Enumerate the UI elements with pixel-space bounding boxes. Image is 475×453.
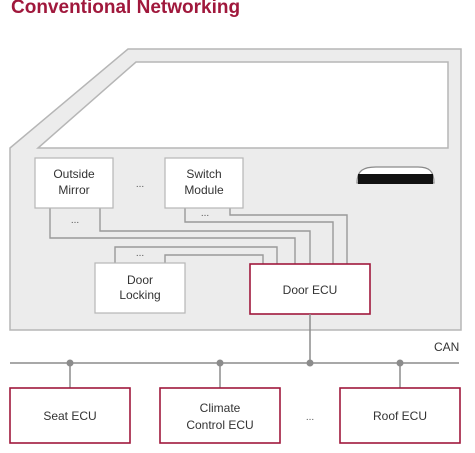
door-locking-box [94,262,186,314]
ellipsis-mirror-wires: ... [71,215,79,226]
climate-control-ecu-box [159,387,281,444]
can-bus-label: CAN [434,340,459,354]
bus-connections [69,314,401,388]
door-handle-icon [356,166,435,184]
climate-control-ecu-label-line2: Control ECU [186,418,253,432]
door-locking-label-line1: Door [127,273,153,287]
outside-mirror-label-line1: Outside [53,167,95,181]
switch-module-label-line2: Module [184,183,224,197]
roof-ecu-box [339,387,461,444]
page-title: Conventional Networking [11,0,241,18]
bus-junction-dots [66,359,404,367]
outside-mirror-box [34,157,114,209]
switch-module-box [164,157,244,209]
door-window [36,61,449,149]
climate-control-ecu-label-line1: Climate [200,401,241,415]
seat-ecu-label: Seat ECU [43,409,96,423]
wiring-harness [49,208,348,264]
door-ecu-label: Door ECU [283,283,338,297]
outside-mirror-label-line2: Mirror [58,183,89,197]
switch-module-label-line1: Switch [186,167,221,181]
ellipsis-locking-wires: ... [136,248,144,259]
door-locking-label-line2: Locking [119,288,160,302]
roof-ecu-label: Roof ECU [373,409,427,423]
ellipsis-switch-wires: ... [201,208,209,219]
seat-ecu-box [9,387,131,444]
ellipsis-between-components: ... [136,179,144,190]
bus-nodes-ellipsis: ... [306,412,314,423]
